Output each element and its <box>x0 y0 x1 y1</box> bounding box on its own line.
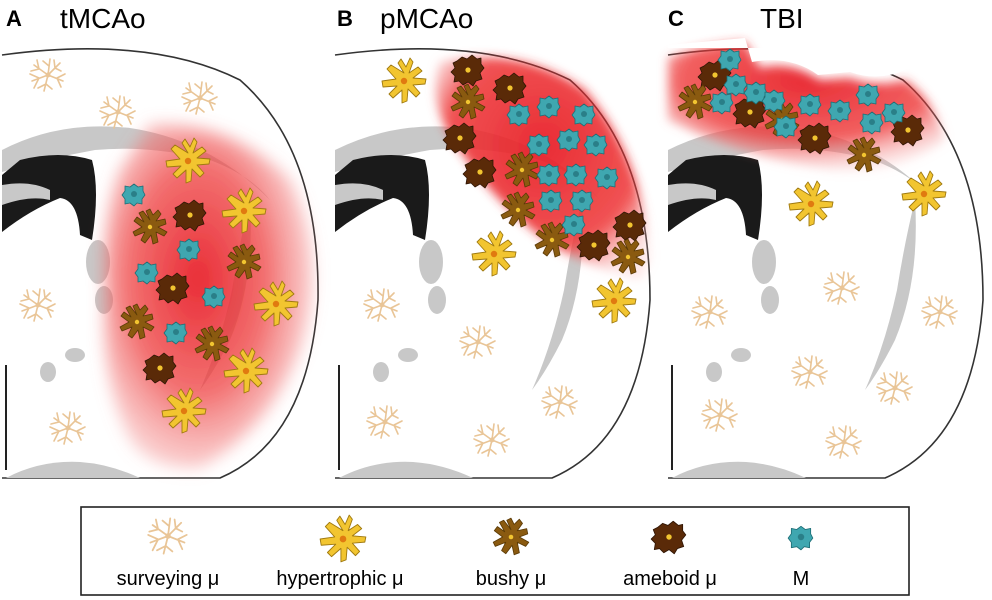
macrophage-icon <box>561 213 586 237</box>
macrophage-icon <box>827 99 852 123</box>
macrophage-icon <box>761 89 786 113</box>
macrophage-icon <box>556 128 581 152</box>
panel-c-letter: C <box>668 6 684 31</box>
panel-b-letter: B <box>337 6 353 31</box>
legend-box <box>80 506 910 596</box>
macrophage-icon <box>709 91 734 115</box>
panel-a: A tMCAo <box>1 3 319 479</box>
macrophage-icon <box>717 48 742 72</box>
macrophage-icon <box>536 163 561 187</box>
macrophage-icon <box>571 103 596 127</box>
panel-b-title: pMCAo <box>380 3 473 34</box>
panel-a-title: tMCAo <box>60 3 146 34</box>
macrophage-icon <box>773 115 798 139</box>
macrophage-icon <box>526 133 551 157</box>
macrophage-icon <box>538 189 563 213</box>
macrophage-icon <box>563 163 588 187</box>
macrophage-icon <box>881 101 906 125</box>
macrophage-icon <box>855 83 880 107</box>
macrophage-icon <box>723 73 748 97</box>
panel-c: C TBI <box>667 3 984 479</box>
legend: surveying μ hypertrophic μ bushy μ amebo… <box>80 506 910 596</box>
legend-label-surveying: surveying μ <box>117 568 220 590</box>
macrophage-icon <box>163 321 188 345</box>
macrophage-icon <box>583 133 608 157</box>
macrophage-icon <box>787 525 814 551</box>
macrophage-icon <box>201 285 226 309</box>
macrophage-icon <box>506 103 531 127</box>
panel-a-letter: A <box>6 6 22 31</box>
legend-label-hypertrophic: hypertrophic μ <box>276 568 403 590</box>
panel-b: B pMCAo <box>334 3 651 479</box>
legend-label-ameboid: ameboid μ <box>623 568 717 590</box>
macrophage-icon <box>569 189 594 213</box>
macrophage-icon <box>859 111 884 135</box>
macrophage-icon <box>134 261 159 285</box>
injury-cavity <box>668 38 915 77</box>
panel-c-title: TBI <box>760 3 804 34</box>
macrophage-icon <box>121 183 146 207</box>
legend-label-bushy: bushy μ <box>476 568 546 590</box>
macrophage-icon <box>536 95 561 119</box>
legend-label-macrophage: M <box>793 568 810 590</box>
macrophage-icon <box>797 93 822 117</box>
macrophage-icon <box>176 238 201 262</box>
macrophage-icon <box>594 166 619 190</box>
